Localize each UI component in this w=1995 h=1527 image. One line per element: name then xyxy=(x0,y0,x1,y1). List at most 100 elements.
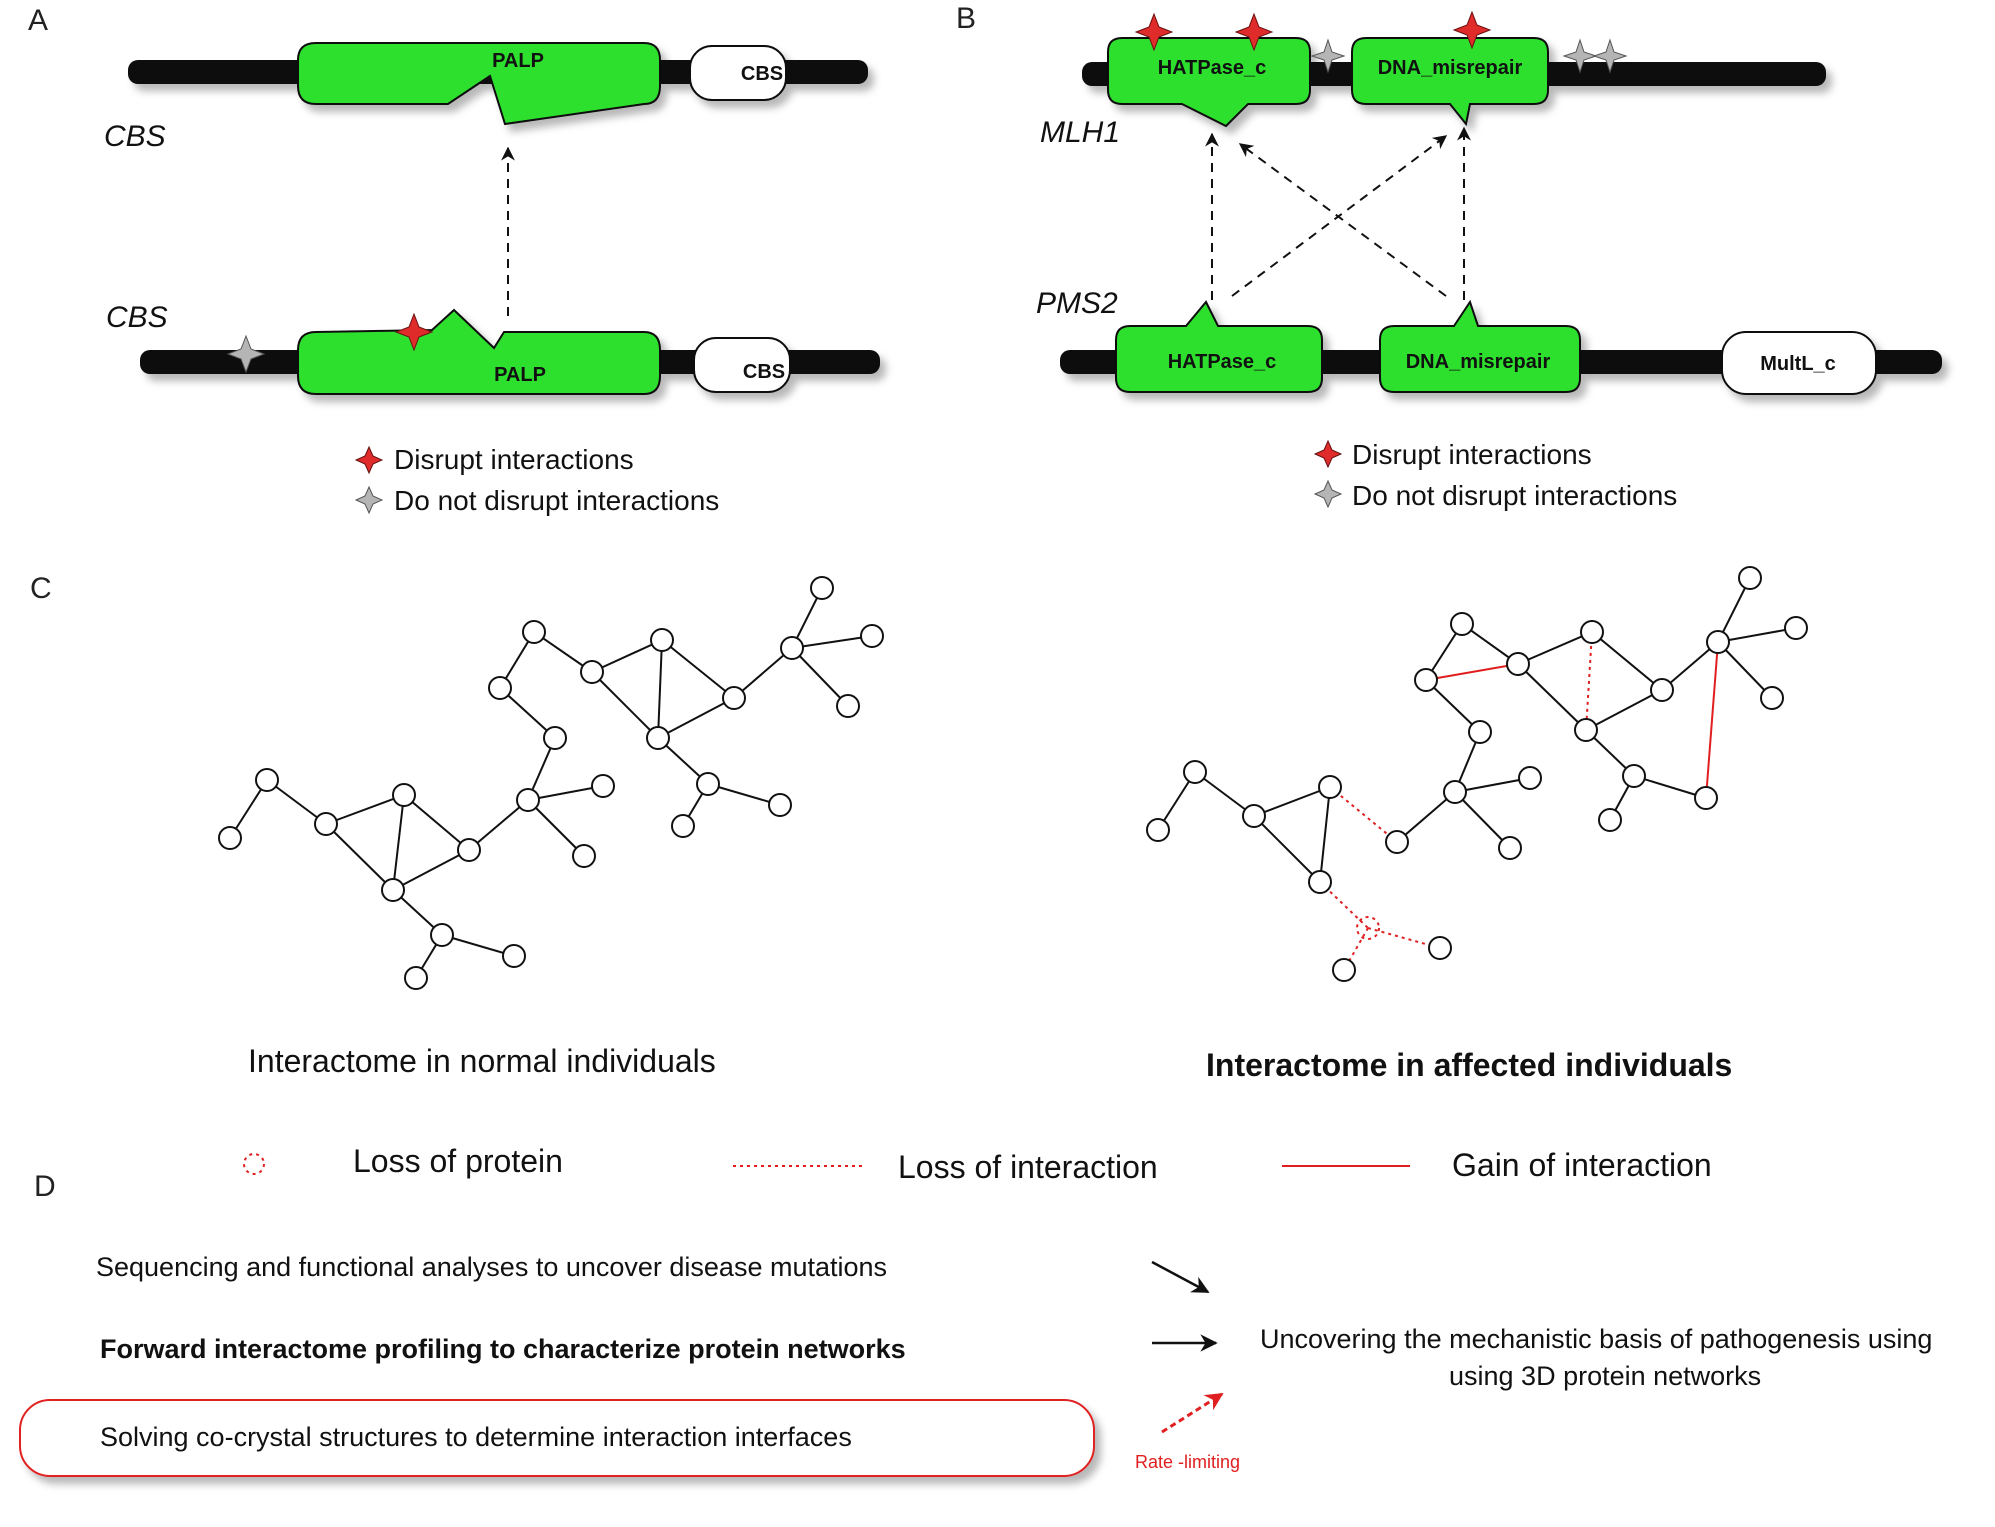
domain-dnamisrepair-mlh1-shape xyxy=(1351,37,1549,127)
panel-b-letter: B xyxy=(956,2,976,35)
mutation-star-disrupt-b3 xyxy=(1452,10,1492,50)
edge xyxy=(403,794,470,851)
node xyxy=(1385,830,1409,854)
mutation-star-neutral-a xyxy=(226,334,266,374)
gene-name-cbs-top: CBS xyxy=(104,120,166,153)
node xyxy=(860,624,884,648)
edge xyxy=(441,934,515,957)
gain-edge xyxy=(1425,663,1519,681)
domain-label-multlc-pms2: MultL_c xyxy=(1760,353,1836,375)
edge xyxy=(791,647,849,707)
arrow-sequencing xyxy=(1151,1260,1210,1294)
loss-edge xyxy=(1329,786,1398,843)
statement-sequencing: Sequencing and functional analyses to un… xyxy=(96,1252,887,1282)
protein-cbs-top xyxy=(128,42,868,126)
node xyxy=(1498,836,1522,860)
edge xyxy=(1253,815,1321,883)
network-affected-nodes xyxy=(1146,566,1808,982)
edge xyxy=(1425,679,1481,733)
node xyxy=(1146,818,1170,842)
legend-no-disrupt-b: Do not disrupt interactions xyxy=(1352,480,1677,511)
domain-cbs-bottom-shape xyxy=(693,337,791,393)
legend-disrupt-b: Disrupt interactions xyxy=(1352,439,1592,470)
node xyxy=(572,844,596,868)
node xyxy=(314,812,338,836)
protein-pms2 xyxy=(1060,299,1942,395)
arrow-rate-limiting xyxy=(1161,1392,1224,1434)
legend-gain-interaction: Gain of interaction xyxy=(1452,1147,1712,1183)
node xyxy=(591,774,615,798)
caption-affected: Interactome in affected individuals xyxy=(1206,1047,1732,1083)
domain-label-hatpase-pms2: HATPase_c xyxy=(1168,351,1277,373)
node xyxy=(488,676,512,700)
panel-b: B HATPase_c DNA_misrepair MLH1 HATPase_c… xyxy=(956,2,1942,511)
mutation-star-disrupt-a xyxy=(394,312,434,352)
node xyxy=(1332,958,1356,982)
mutation-star-disrupt-b1 xyxy=(1134,12,1174,52)
domain-label-dnamisrepair-mlh1: DNA_misrepair xyxy=(1378,57,1523,79)
edge xyxy=(1633,775,1707,799)
outcome-line-2: using 3D protein networks xyxy=(1449,1361,1761,1391)
node xyxy=(516,788,540,812)
loss-edge xyxy=(1585,631,1593,731)
outcome-line-1: Uncovering the mechanistic basis of path… xyxy=(1260,1324,1932,1354)
caption-normal: Interactome in normal individuals xyxy=(248,1043,716,1079)
node xyxy=(502,944,526,968)
node xyxy=(1760,686,1784,710)
node xyxy=(1580,620,1604,644)
node xyxy=(646,726,670,750)
node xyxy=(810,576,834,600)
domain-hatpase-mlh1-shape xyxy=(1107,37,1311,128)
node xyxy=(1428,936,1452,960)
edge xyxy=(1585,689,1663,731)
node xyxy=(780,636,804,660)
gene-name-pms2: PMS2 xyxy=(1036,287,1118,320)
edge xyxy=(266,779,327,825)
legend-loss-protein-symbol xyxy=(243,1153,265,1175)
domain-dnamisrepair-pms2-shape xyxy=(1379,299,1581,393)
node xyxy=(1598,808,1622,832)
node xyxy=(543,726,567,750)
edge xyxy=(527,799,585,857)
node xyxy=(1622,764,1646,788)
node xyxy=(255,768,279,792)
network-normal-nodes xyxy=(218,576,884,990)
domain-palp-top-shape xyxy=(297,42,661,126)
node xyxy=(1183,760,1207,784)
domain-palp-bottom-shape xyxy=(297,308,661,395)
domain-label-palp-top: PALP xyxy=(492,50,544,72)
edge xyxy=(707,783,781,806)
node xyxy=(768,793,792,817)
node xyxy=(1450,612,1474,636)
edge xyxy=(791,635,873,649)
edge xyxy=(468,799,529,851)
node xyxy=(392,783,416,807)
panel-d: D Sequencing and functional analyses to … xyxy=(19,1170,1932,1477)
node xyxy=(1443,780,1467,804)
edge xyxy=(1717,627,1797,643)
node xyxy=(722,686,746,710)
edge xyxy=(657,639,663,739)
node xyxy=(522,620,546,644)
edge xyxy=(657,697,735,739)
legend-star-disrupt-a xyxy=(354,445,384,475)
mutation-star-neutral-b2 xyxy=(1562,38,1598,74)
interaction-arrow-b4 xyxy=(1238,143,1447,297)
legend-star-neutral-a xyxy=(354,485,384,515)
edge xyxy=(325,823,394,891)
edge xyxy=(392,849,470,891)
panel-c-letter: C xyxy=(30,572,52,605)
node xyxy=(1414,668,1438,692)
network-normal xyxy=(229,587,873,979)
node xyxy=(696,772,720,796)
domain-label-cbs-top: CBS xyxy=(741,63,783,85)
edge xyxy=(591,639,663,673)
legend-disrupt-a: Disrupt interactions xyxy=(394,444,634,475)
edge xyxy=(1717,641,1773,699)
domain-label-hatpase-mlh1: HATPase_c xyxy=(1158,57,1267,79)
protein-cbs-bottom xyxy=(140,308,880,395)
edge xyxy=(591,671,659,739)
edge xyxy=(1319,786,1331,883)
statement-interactome: Forward interactome profiling to charact… xyxy=(100,1334,906,1364)
